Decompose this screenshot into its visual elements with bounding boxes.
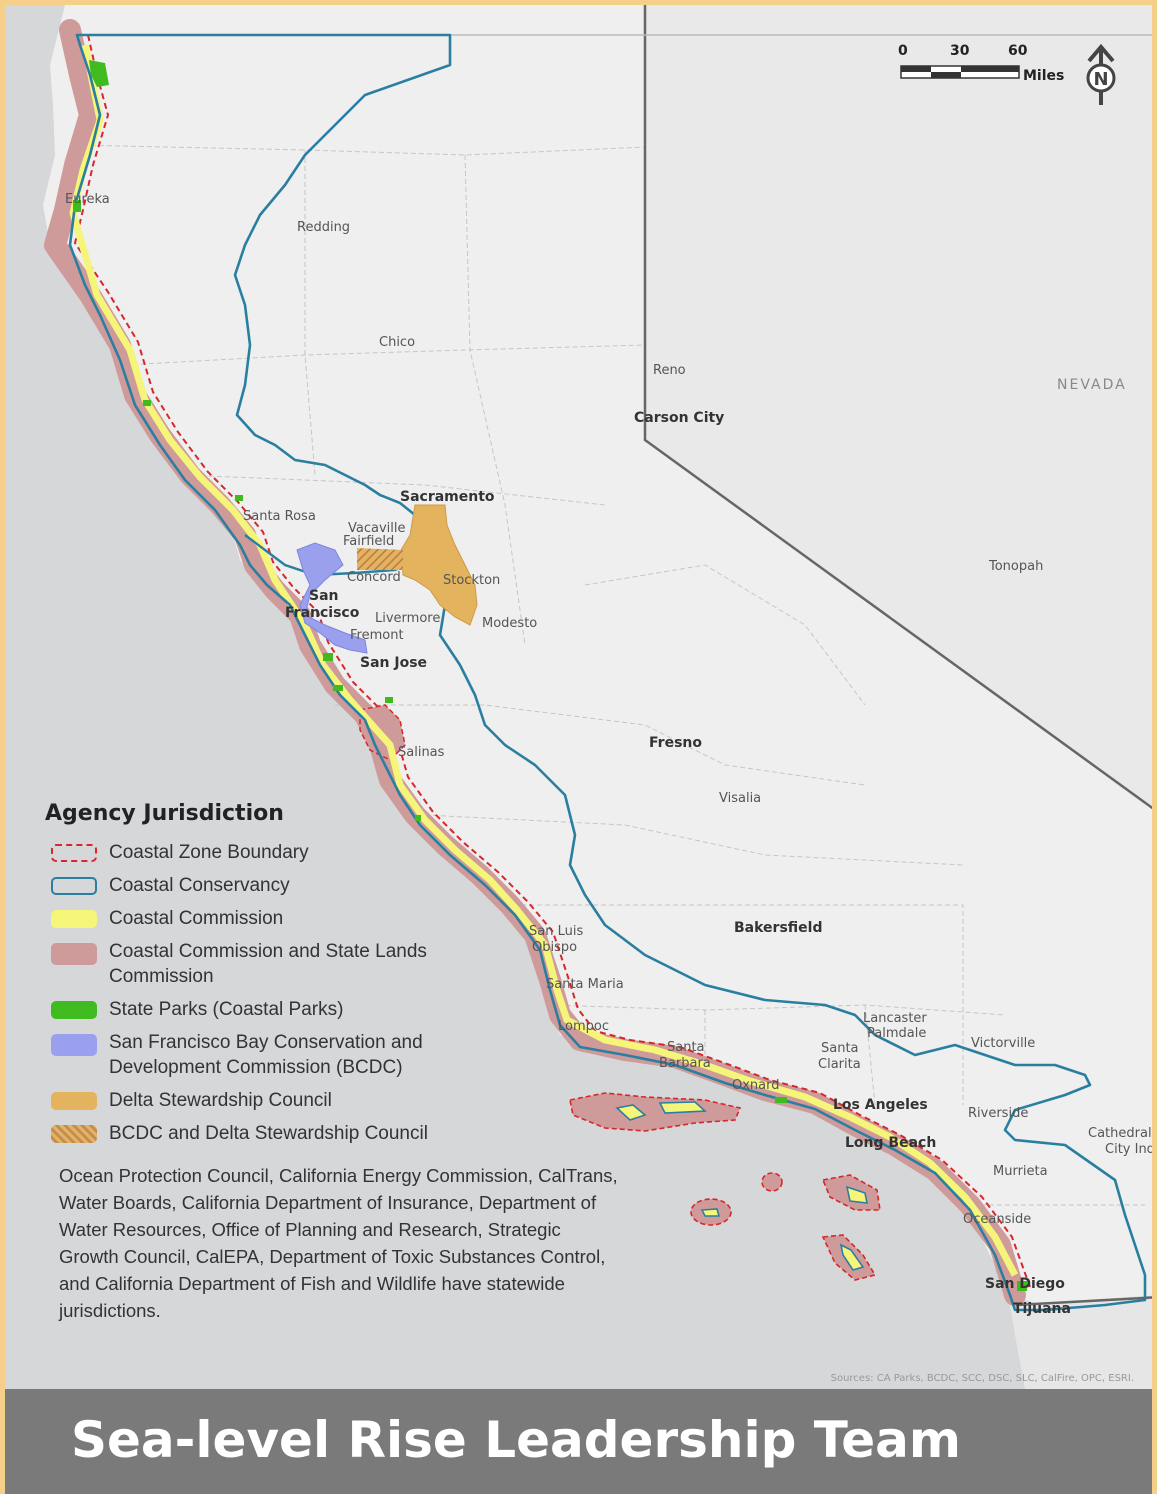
state-label-nevada: NEVADA [1057, 377, 1127, 393]
city-label: Modesto [482, 616, 537, 631]
city-label: San [309, 588, 339, 604]
city-label: Fairfield [343, 534, 394, 549]
city-label: Barbara [659, 1056, 711, 1071]
city-label: Santa [821, 1041, 859, 1056]
city-label: Stockton [443, 573, 500, 588]
city-label: Oxnard [732, 1078, 780, 1093]
legend-item-delta: Delta Stewardship Council [45, 1088, 625, 1113]
scale-tick: 30 [950, 43, 970, 59]
city-label: Bakersfield [734, 920, 822, 936]
city-label: Murrieta [993, 1164, 1048, 1179]
legend-label: San Francisco Bay Conservation and Devel… [109, 1032, 423, 1078]
bcdc-delta-overlap [357, 548, 403, 570]
footer-banner: Sea-level Rise Leadership Team [5, 1389, 1152, 1494]
city-label: Sacramento [400, 489, 495, 505]
city-label: Santa Rosa [243, 509, 316, 524]
scale-tick: 60 [1008, 43, 1028, 59]
north-label: N [1093, 69, 1108, 90]
legend-label: State Parks (Coastal Parks) [109, 999, 344, 1020]
legend-item-bcdc-delta: BCDC and Delta Stewardship Council [45, 1121, 625, 1146]
city-label: Chico [379, 335, 415, 350]
legend-label: Delta Stewardship Council [109, 1090, 332, 1111]
legend-label: BCDC and Delta Stewardship Council [109, 1123, 428, 1144]
city-label: Livermore [375, 611, 440, 626]
legend-item-coastal-commission: Coastal Commission [45, 906, 625, 931]
legend-swatch-green [51, 1001, 97, 1019]
city-label: Santa [667, 1040, 705, 1055]
legend-swatch-dashed [51, 844, 97, 862]
city-label: Oceanside [963, 1212, 1031, 1227]
city-label: Victorville [971, 1036, 1035, 1051]
bcdc-area [296, 542, 368, 654]
scale-bar-graphic [900, 65, 1020, 79]
legend: Agency Jurisdiction Coastal Zone Boundar… [45, 801, 625, 1324]
north-arrow: N [1083, 43, 1123, 109]
city-label: Cathedral [1088, 1126, 1152, 1141]
city-label: Obispo [532, 940, 577, 955]
city-label: Long Beach [845, 1135, 936, 1151]
legend-swatch-outline [51, 877, 97, 895]
county-lines [74, 144, 1145, 1206]
city-label: Santa Maria [546, 977, 624, 992]
city-label: Fremont [350, 628, 404, 643]
california-map: NEVADA Eureka Redding Chico Reno Carson … [5, 5, 1157, 1494]
footer-title: Sea-level Rise Leadership Team [71, 1411, 962, 1469]
legend-swatch-rose [51, 943, 97, 965]
legend-title: Agency Jurisdiction [45, 801, 284, 826]
state-border [643, 5, 1152, 1307]
coastal-conservancy-boundary [68, 33, 1147, 1312]
city-label: Reno [653, 363, 686, 378]
city-label: Los Angeles [833, 1097, 928, 1113]
city-label: Clarita [818, 1057, 861, 1072]
city-label: Redding [297, 220, 350, 235]
city-label: Francisco [285, 605, 360, 621]
mexico-region [1010, 1297, 1152, 1389]
city-label: Fresno [649, 735, 702, 751]
city-label: Palmdale [867, 1026, 926, 1041]
city-label: Visalia [719, 791, 761, 806]
nevada-region [645, 5, 1152, 808]
coastal-zone-boundary [73, 34, 1031, 1288]
state-parks-patches [73, 60, 1027, 1291]
legend-item-coastal-zone: Coastal Zone Boundary [45, 840, 625, 865]
legend-item-state-parks: State Parks (Coastal Parks) [45, 997, 625, 1022]
city-label: Tijuana [1013, 1301, 1071, 1317]
city-label: Vacaville [348, 521, 406, 536]
legend-swatch-hatched [51, 1125, 97, 1143]
city-label: Concord [347, 570, 401, 585]
legend-swatch-orange [51, 1092, 97, 1110]
sources-note: Sources: CA Parks, BCDC, SCC, DSC, SLC, … [830, 1373, 1134, 1384]
city-labels: Eureka Redding Chico Reno Carson City Sa… [65, 192, 1157, 1317]
city-label: San Luis [529, 924, 583, 939]
city-label: Riverside [968, 1106, 1028, 1121]
legend-item-bcdc: San Francisco Bay Conservation and Devel… [45, 1030, 625, 1080]
city-label: Salinas [398, 745, 445, 760]
city-label: Lancaster [863, 1011, 927, 1026]
city-label: Tonopah [988, 559, 1043, 574]
scale-tick: 0 [898, 43, 908, 59]
city-label: San Diego [985, 1276, 1065, 1292]
city-label: Carson City [634, 410, 724, 426]
island-land [615, 1101, 869, 1271]
city-label: City Indi [1105, 1142, 1157, 1157]
legend-swatch-yellow [51, 910, 97, 928]
legend-item-coastal-state-lands: Coastal Commission and State Lands Commi… [45, 939, 625, 989]
scale-unit: Miles [1023, 68, 1065, 84]
legend-label: Coastal Commission [109, 908, 284, 929]
legend-label: Coastal Conservancy [109, 875, 290, 896]
scale-bar: 0 30 60 Miles [898, 43, 1068, 84]
statewide-note: Ocean Protection Council, California Ene… [59, 1165, 618, 1321]
legend-swatch-purple [51, 1034, 97, 1056]
legend-item-coastal-conservancy: Coastal Conservancy [45, 873, 625, 898]
coastal-commission-strip [69, 44, 1019, 1277]
city-label: Lompoc [558, 1019, 609, 1034]
city-label: San Jose [360, 655, 427, 671]
city-label: Eureka [65, 192, 110, 207]
north-arrow-icon: N [1086, 43, 1116, 105]
legend-label: Coastal Commission and State Lands Commi… [109, 941, 427, 987]
legend-label: Coastal Zone Boundary [109, 842, 309, 863]
